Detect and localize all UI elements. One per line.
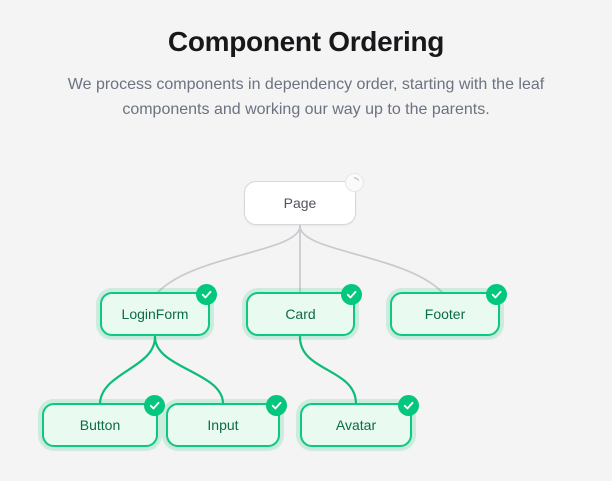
graph-node-label: Avatar	[335, 417, 377, 433]
check-icon	[398, 395, 419, 416]
graph-edge-page-footer	[299, 225, 443, 293]
graph-node-label: Footer	[424, 306, 466, 322]
graph-node-avatar[interactable]: Avatar	[300, 395, 419, 447]
header: Component Ordering We process components…	[0, 0, 612, 122]
page-subtitle: We process components in dependency orde…	[67, 76, 545, 118]
graph-node-label: Card	[285, 306, 316, 322]
graph-node-loginform[interactable]: LoginForm	[100, 284, 217, 336]
check-icon	[341, 284, 362, 305]
check-icon	[266, 395, 287, 416]
graph-node-button[interactable]: Button	[42, 395, 165, 447]
graph-node-label: LoginForm	[121, 306, 189, 322]
graph-edge-loginform-input	[153, 335, 225, 405]
page-title: Component Ordering	[167, 26, 445, 57]
graph-edge-loginform-button	[98, 335, 157, 405]
check-icon	[196, 284, 217, 305]
graph-node-input[interactable]: Input	[166, 395, 287, 447]
check-icon	[486, 284, 507, 305]
graph-edge-card-avatar	[298, 335, 358, 405]
check-icon	[144, 395, 165, 416]
graph-node-label: Button	[79, 417, 121, 433]
graph-node-footer[interactable]: Footer	[390, 284, 507, 336]
graph-node-label: Input	[207, 417, 239, 433]
graph-edge-page-loginform	[157, 225, 301, 293]
graph-node-page[interactable]: Page	[244, 173, 364, 225]
graph-node-label: Page	[283, 195, 317, 211]
graph-node-card[interactable]: Card	[246, 284, 362, 336]
spinner-icon	[345, 173, 364, 192]
